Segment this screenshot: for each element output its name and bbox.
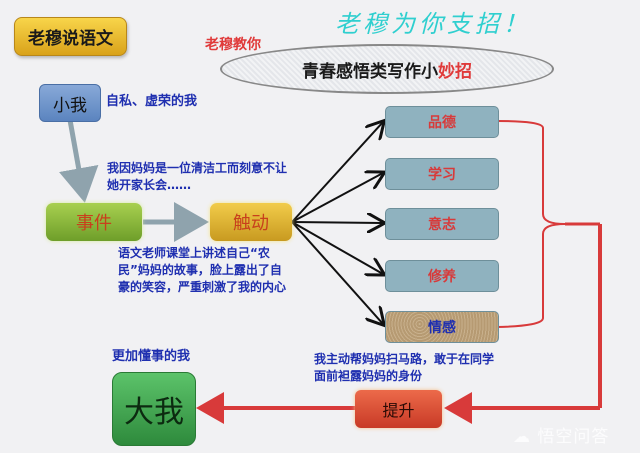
category-emotion: 情感 [385,311,499,343]
watermark: ☁ 悟空问答 [513,427,610,447]
title-ellipse: 青春感悟类写作小妙招 [220,44,554,94]
title-main: 青春感悟类写作小 [302,61,438,82]
small-me-note: 自私、虚荣的我 [106,94,198,109]
node-touch: 触动 [210,203,292,241]
category-will: 意志 [385,208,499,240]
chat-bubble-icon: ☁ [513,427,538,447]
node-event: 事件 [46,203,142,241]
lift-note: 我主动帮妈妈扫马路，敢于在同学面前袒露妈妈的身份 [314,352,495,383]
node-lift: 提升 [355,390,442,428]
category-cultivation: 修养 [385,260,499,292]
title-highlight: 妙招 [438,61,472,82]
brand-badge: 老穆说语文 [14,17,127,56]
big-me-note: 更加懂事的我 [112,349,191,364]
subtitle-label: 老穆教你 [205,37,261,53]
touch-note: 语文老师课堂上讲述自己“农民”妈妈的故事，脸上露出了自豪的笑容，严重刺激了我的内… [118,246,287,294]
event-note: 我因妈妈是一位清洁工而刻意不让她开家长会…… [107,161,288,192]
slogan-text: 老穆为你支招！ [335,10,531,38]
node-small-me: 小我 [39,84,101,122]
category-study: 学习 [385,158,499,190]
category-morality: 品德 [385,106,499,138]
node-big-me: 大我 [112,372,196,446]
